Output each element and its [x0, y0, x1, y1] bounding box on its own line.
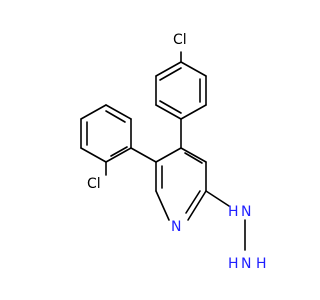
- bond: [105, 147, 132, 163]
- bond: [155, 190, 170, 221]
- structure-canvas: Cl Cl N H N H N H: [80, 32, 267, 272]
- pyridine-ring: [155, 118, 207, 221]
- bond: [80, 147, 107, 163]
- bond: [110, 146, 128, 157]
- chlorine-left-label: Cl: [87, 176, 101, 192]
- bond: [185, 190, 201, 214]
- bond: [184, 152, 203, 164]
- bond: [180, 104, 207, 120]
- bond: [130, 147, 157, 163]
- bond: [105, 104, 132, 120]
- bond: [80, 104, 107, 120]
- pyridine-nitrogen-label: N: [171, 219, 181, 235]
- bond: [180, 61, 207, 77]
- bond: [159, 67, 182, 81]
- bond: [159, 100, 182, 114]
- bond: [155, 147, 182, 163]
- bond: [180, 147, 207, 163]
- chemical-structure: Cl Cl N H N H N H: [80, 32, 267, 272]
- hydrazine-nh-n-label: N: [241, 204, 251, 220]
- hydrazine-nh2-h-label: H: [228, 256, 239, 272]
- hydrazine-nh2-n-label: N: [241, 256, 251, 272]
- hydrazine-nh-h-label: H: [228, 204, 239, 220]
- bond: [105, 110, 126, 123]
- chlorophenyl-ring-left: [80, 104, 157, 176]
- bond: [155, 61, 182, 77]
- chlorine-top-label: Cl: [173, 32, 187, 48]
- bond: [155, 104, 182, 120]
- bond: [187, 190, 207, 221]
- hydrazine-nh2-h2-label: H: [256, 256, 267, 272]
- chlorophenyl-ring-top: [155, 51, 207, 120]
- bond: [205, 190, 230, 207]
- hydrazine-group: [205, 190, 246, 251]
